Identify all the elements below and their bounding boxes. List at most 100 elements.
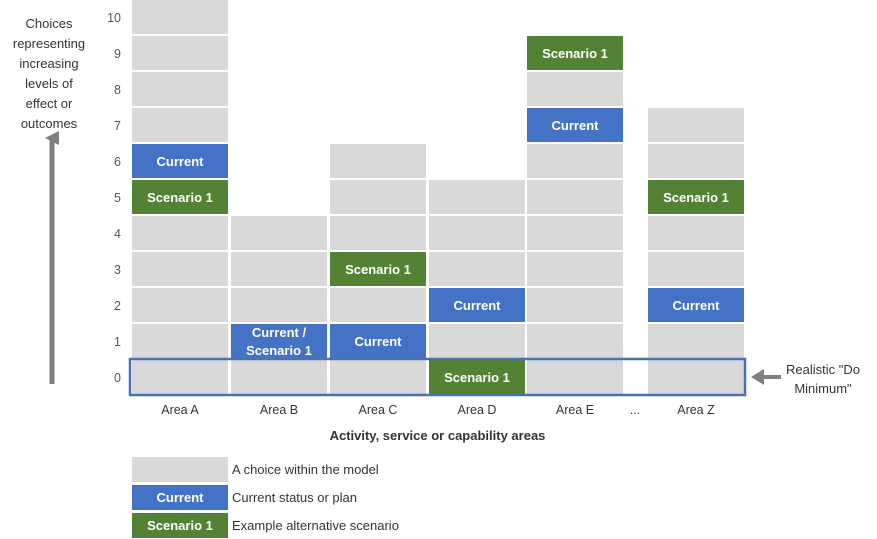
choice-cell: [132, 360, 228, 394]
choice-cell: [132, 72, 228, 106]
choice-cell: [648, 360, 744, 394]
do-minimum-label-line: Minimum": [794, 381, 852, 396]
choice-cell: [527, 288, 623, 322]
level-tick-label: 5: [114, 191, 121, 205]
y-axis-label-line: effect or: [25, 96, 73, 111]
area-label: Area C: [359, 403, 398, 417]
level-tick-label: 2: [114, 299, 121, 313]
x-axis-title: Activity, service or capability areas: [329, 428, 546, 443]
y-axis-label-line: Choices: [25, 16, 73, 31]
area-label: Area B: [260, 403, 298, 417]
choice-cell: [231, 216, 327, 250]
area-label: Area Z: [677, 403, 715, 417]
cell-label: Current: [673, 298, 721, 313]
level-tick-label: 3: [114, 263, 121, 277]
choice-cell: [527, 324, 623, 358]
legend-scenario-text: Example alternative scenario: [232, 518, 399, 533]
choice-cell: [429, 252, 525, 286]
choice-cell: [132, 288, 228, 322]
choice-cell: [527, 72, 623, 106]
choice-cell: [330, 216, 426, 250]
choice-cell: [527, 360, 623, 394]
choice-cell: [527, 144, 623, 178]
scenario-cell: [429, 360, 525, 394]
current-cell: [429, 288, 525, 322]
level-tick-label: 8: [114, 83, 121, 97]
choice-cell: [527, 180, 623, 214]
area-labels: Area A Area B Area C Area D Area E... Area Z: [161, 403, 715, 417]
choice-cell: [330, 144, 426, 178]
cell-label: Current: [157, 154, 205, 169]
current-cell: [330, 324, 426, 358]
choice-cell: [132, 252, 228, 286]
cell-label: Scenario 1: [147, 190, 213, 205]
level-tick-label: 9: [114, 47, 121, 61]
cell-label: Scenario 1: [444, 370, 510, 385]
choice-cell: [330, 288, 426, 322]
y-axis-label-line: outcomes: [20, 116, 78, 131]
level-tick-label: 4: [114, 227, 121, 241]
y-axis-label-line: increasing: [19, 56, 79, 71]
current-cell: [648, 288, 744, 322]
choice-cell: [648, 144, 744, 178]
cell-label: Scenario 1: [345, 262, 411, 277]
choice-cell: [648, 252, 744, 286]
choice-cell: [527, 252, 623, 286]
legend-scenario-swatch: Scenario 1: [132, 513, 228, 538]
area-label: Area A: [161, 403, 199, 417]
choice-cell: [132, 324, 228, 358]
choice-cell: [330, 360, 426, 394]
current-cell: [132, 144, 228, 178]
do-minimum-label-line: Realistic "Do: [786, 362, 860, 377]
choice-cell: [429, 216, 525, 250]
cell-label: Scenario 1: [542, 46, 608, 61]
choice-cell: [132, 36, 228, 70]
scenario-cell: [648, 180, 744, 214]
level-tick-label: 1: [114, 335, 121, 349]
choice-cell: [648, 108, 744, 142]
choice-cell: [527, 216, 623, 250]
y-axis-label: Choices representing increasing levels o…: [0, 14, 98, 134]
area-label: Area E: [556, 403, 594, 417]
choice-cell: [132, 108, 228, 142]
choice-cell: [132, 216, 228, 250]
level-tick-label: 7: [114, 119, 121, 133]
cell-label: Scenario 1: [246, 343, 312, 358]
do-minimum-highlight: [128, 357, 747, 397]
choice-cell: [231, 360, 327, 394]
legend-current-text: Current status or plan: [232, 490, 358, 505]
legend-choice-text: A choice within the model: [232, 462, 379, 477]
do-minimum-label: Realistic "Do Minimum": [778, 360, 868, 398]
level-tick-label: 0: [114, 371, 121, 385]
area-label: Area D: [458, 403, 497, 417]
scenario-cell: [527, 36, 623, 70]
cell-label: Current: [552, 118, 600, 133]
y-axis-label-line: levels of: [25, 76, 73, 91]
choice-cell: [429, 180, 525, 214]
choice-cell: [132, 0, 228, 34]
legend-choice-swatch: [132, 457, 228, 482]
legend-current-swatch: Current: [132, 485, 228, 510]
choice-cell: [429, 324, 525, 358]
left-arrow-icon: [751, 369, 781, 385]
cell-label: Scenario 1: [663, 190, 729, 205]
choice-cell: [648, 324, 744, 358]
level-tick-label: 10: [107, 11, 121, 25]
choice-cell: [231, 252, 327, 286]
cell-label: Current /: [252, 325, 307, 340]
scenario-cell: [330, 252, 426, 286]
area-label: ...: [630, 403, 640, 417]
level-axis: 0 1 2 3 4 5 6 7 8 9 10: [107, 11, 121, 385]
current-cell: [231, 324, 327, 358]
y-axis-label-line: representing: [12, 36, 86, 51]
scenario-cell: [132, 180, 228, 214]
cell-label: Current: [355, 334, 403, 349]
current-cell: [527, 108, 623, 142]
choice-cell: [330, 180, 426, 214]
level-tick-label: 6: [114, 155, 121, 169]
choice-cell: [648, 216, 744, 250]
cell-label: Current: [454, 298, 502, 313]
choice-cell: [231, 288, 327, 322]
